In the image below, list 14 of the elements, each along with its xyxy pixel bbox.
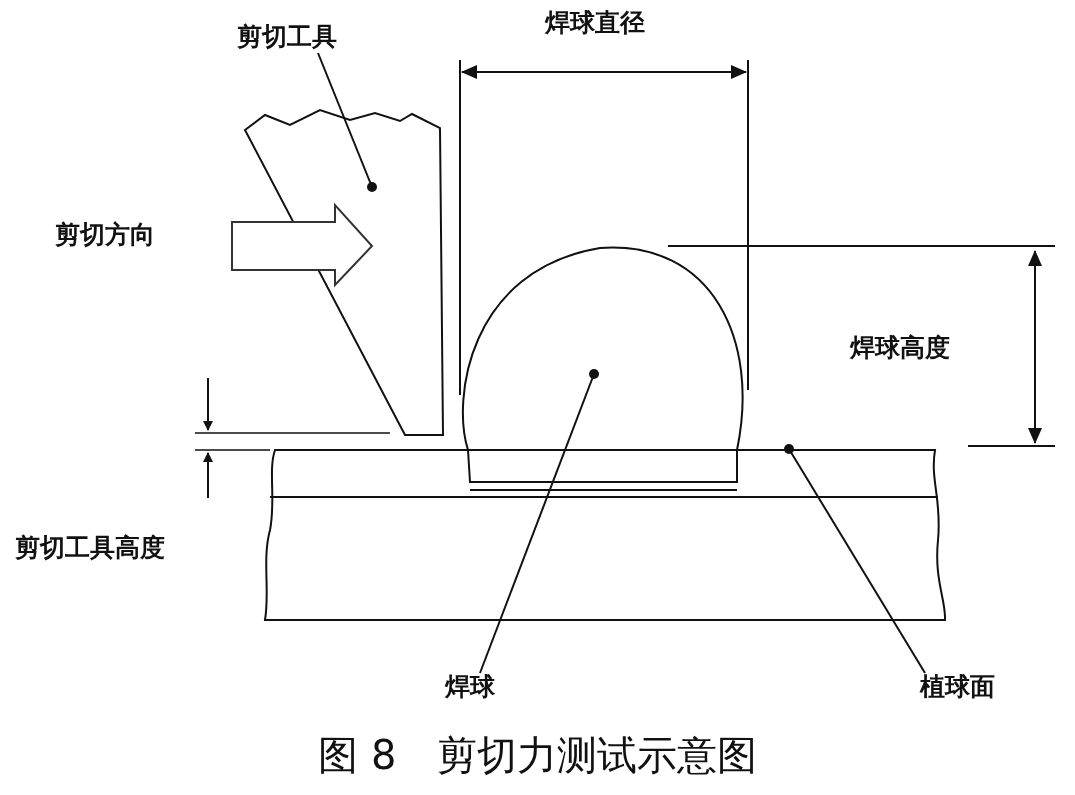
- dimension-label: 焊球直径: [545, 8, 645, 38]
- part-label: 焊球: [445, 672, 495, 702]
- leader-line: [479, 369, 599, 674]
- part-label: 剪切工具: [237, 22, 337, 52]
- substrate-drawing: [264, 449, 946, 621]
- leader-line: [784, 444, 926, 674]
- direction-label: 剪切方向: [55, 220, 155, 250]
- leader-line: [317, 52, 377, 192]
- dimension-label: 焊球高度: [850, 333, 950, 363]
- figure-caption: 图 8 剪切力测试示意图: [317, 731, 758, 780]
- solder-ball-drawing: [462, 247, 744, 491]
- shear-tool-drawing: [243, 108, 444, 436]
- dimension-label: 剪切工具高度: [15, 533, 165, 563]
- part-label: 植球面: [920, 672, 995, 702]
